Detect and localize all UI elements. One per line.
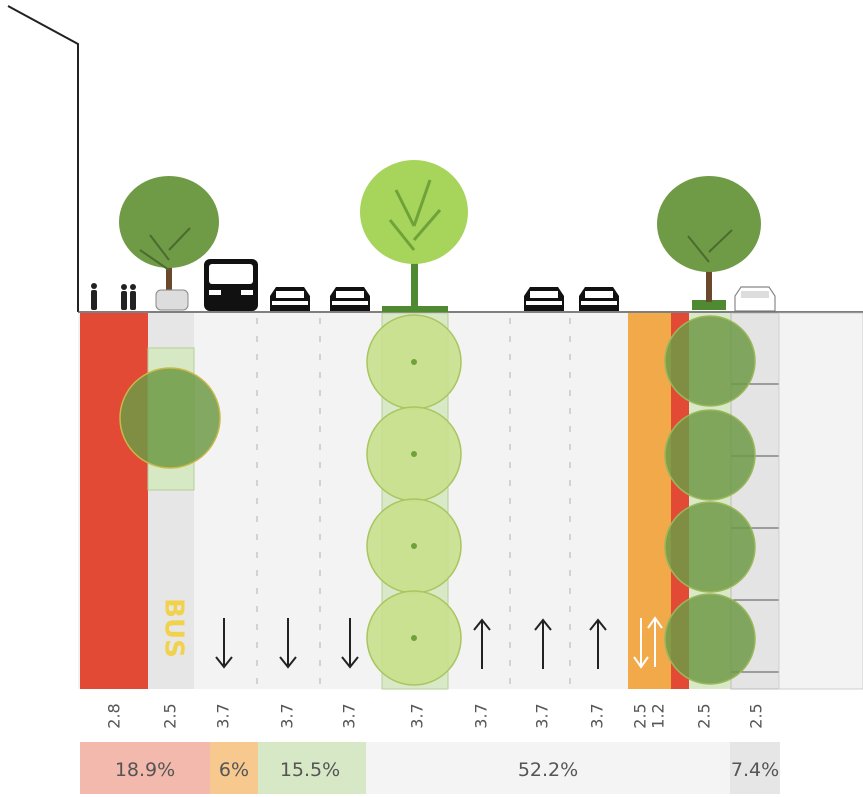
- arrow-down-icon: [341, 618, 359, 669]
- share-segment-bike: [210, 742, 258, 794]
- car-icon: [734, 286, 776, 312]
- car-icon: [330, 287, 370, 311]
- car-icon: [579, 287, 619, 311]
- median-tree-canopies: [366, 314, 462, 686]
- share-label: 6%: [219, 759, 249, 781]
- lane-dividers: [256, 318, 571, 685]
- right-walkway: [778, 312, 863, 690]
- lane-width-label: 3.7: [340, 703, 359, 728]
- tree-icon: [360, 160, 468, 312]
- building-outline: [7, 5, 79, 312]
- left-tree-canopy: [119, 367, 221, 469]
- lane-width-label: 3.7: [214, 703, 233, 728]
- lane-width-label: 3.7: [278, 703, 297, 728]
- arrow-down-icon: [279, 618, 297, 669]
- right-tree-canopies: [664, 315, 756, 685]
- lane-width-label: 2.8: [105, 703, 124, 728]
- car-icon: [524, 287, 564, 311]
- bus-icon: [204, 259, 258, 311]
- arrow-down-icon: [215, 618, 233, 669]
- lane-width-label: 1.2: [649, 703, 668, 728]
- lane-width-label: 3.7: [533, 703, 552, 728]
- share-segment-green: [258, 742, 366, 794]
- share-segment-sidewalk: [80, 742, 210, 794]
- bus-lane-marking: BUS: [159, 598, 189, 658]
- share-label: 52.2%: [518, 759, 578, 781]
- tree-icon: [119, 176, 219, 311]
- arrow-up-icon: [473, 618, 491, 669]
- left-sidewalk: [80, 313, 148, 689]
- arrow-up-icon: [589, 618, 607, 669]
- lane-width-label: 2.5: [161, 703, 180, 728]
- lane-width-label: 2.5: [747, 703, 766, 728]
- lane-width-label: 3.7: [588, 703, 607, 728]
- lane-width-label: 2.5: [631, 703, 650, 728]
- share-label: 7.4%: [731, 759, 779, 781]
- bidirectional-arrow-icon: [633, 616, 663, 669]
- share-bar: 18.9% 6% 15.5% 52.2% 7.4%: [80, 742, 780, 794]
- share-segment-parking: [730, 742, 780, 794]
- lane-width-label: 2.5: [695, 703, 714, 728]
- car-icon: [270, 287, 310, 311]
- bike-buffer: [671, 313, 689, 689]
- pedestrian-icon: [91, 283, 136, 310]
- share-label: 18.9%: [115, 759, 175, 781]
- share-label: 15.5%: [280, 759, 340, 781]
- lane-width-label: 3.7: [408, 703, 427, 728]
- share-segment-road: [366, 742, 730, 794]
- lane-width-label: 3.7: [472, 703, 491, 728]
- arrow-up-icon: [534, 618, 552, 669]
- tree-icon: [657, 176, 761, 310]
